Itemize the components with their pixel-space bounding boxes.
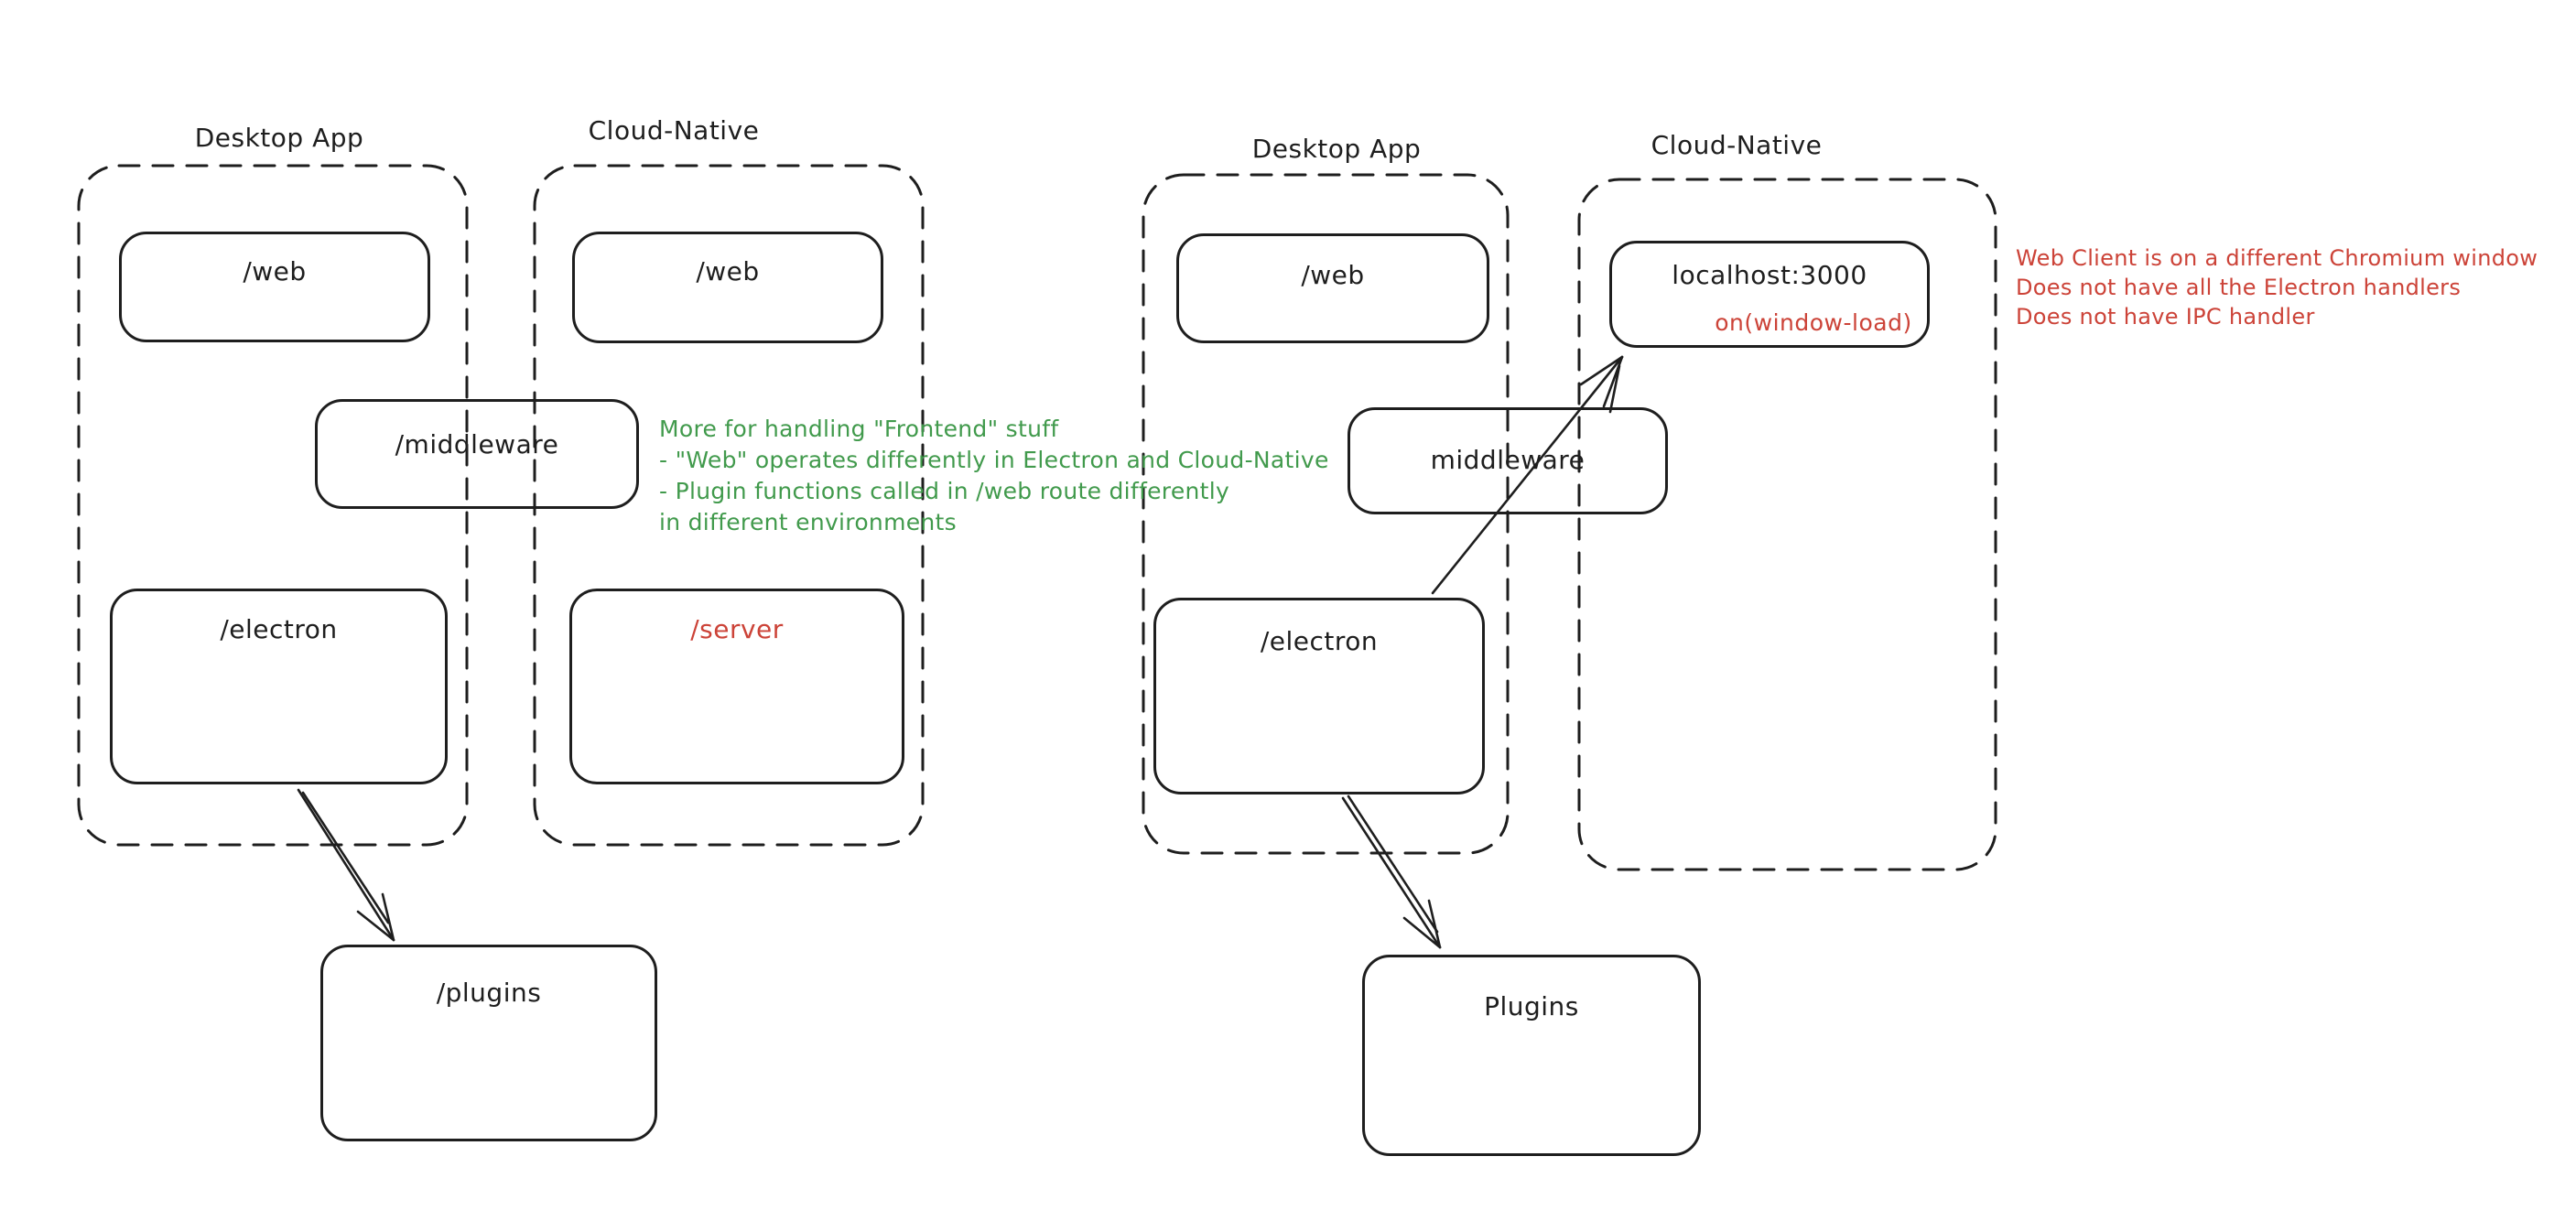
red-annotation-line: Does not have all the Electron handlers [2016, 275, 2462, 300]
green-annotation-line: in different environments [659, 509, 957, 535]
right-cloud-native-title: Cloud-Native [1651, 130, 1823, 160]
arrow-electron-to-plugins-left[interactable] [297, 788, 395, 942]
left-web-desktop-label: /web [243, 256, 307, 286]
left-server-label: /server [690, 614, 784, 644]
left-plugins-label: /plugins [436, 978, 542, 1008]
right-localhost-label: localhost:3000 [1672, 260, 1867, 290]
left-desktop-app-title: Desktop App [194, 123, 364, 153]
right-desktop-app-title: Desktop App [1251, 134, 1422, 164]
left-electron-label: /electron [220, 614, 338, 644]
right-cloud-native-frame[interactable] [1577, 178, 1997, 871]
right-on-window-load-label: on(window-load) [1715, 309, 1912, 336]
green-annotation-line: More for handling "Frontend" stuff [659, 416, 1059, 442]
left-plugins-box[interactable]: /plugins [320, 945, 657, 1141]
left-desktop-app-frame[interactable] [77, 164, 469, 847]
red-annotation-line: Does not have IPC handler [2016, 304, 2315, 330]
left-middleware-box[interactable]: /middleware [315, 399, 639, 509]
right-web-box[interactable]: /web [1176, 233, 1489, 343]
green-annotation-line: - "Web" operates differently in Electron… [659, 447, 1329, 473]
red-annotation: Web Client is on a different Chromium wi… [2016, 243, 2538, 331]
arrow-electron-to-plugins-right[interactable] [1341, 794, 1442, 949]
right-plugins-box[interactable]: Plugins [1362, 955, 1701, 1156]
right-middleware-label: middleware [1430, 445, 1586, 475]
right-electron-label: /electron [1260, 626, 1379, 656]
left-web-cloud-label: /web [696, 256, 760, 286]
left-cloud-native-frame[interactable] [533, 164, 925, 847]
right-middleware-box[interactable]: middleware [1348, 407, 1668, 514]
arrow-electron-to-localhost[interactable] [1431, 355, 1624, 595]
green-annotation-line: - Plugin functions called in /web route … [659, 478, 1230, 504]
left-cloud-native-title: Cloud-Native [588, 115, 760, 146]
left-middleware-label: /middleware [395, 429, 559, 459]
right-web-label: /web [1301, 260, 1365, 290]
left-server-box[interactable]: /server [569, 589, 904, 784]
green-annotation: More for handling "Frontend" stuff - "We… [659, 414, 1329, 538]
right-plugins-label: Plugins [1484, 991, 1579, 1021]
left-electron-box[interactable]: /electron [110, 589, 448, 784]
left-web-cloud-box[interactable]: /web [572, 232, 883, 343]
right-electron-box[interactable]: /electron [1153, 598, 1485, 794]
left-web-desktop-box[interactable]: /web [119, 232, 430, 342]
red-annotation-line: Web Client is on a different Chromium wi… [2016, 245, 2538, 271]
right-localhost-box[interactable]: localhost:3000 on(window-load) [1609, 241, 1930, 348]
